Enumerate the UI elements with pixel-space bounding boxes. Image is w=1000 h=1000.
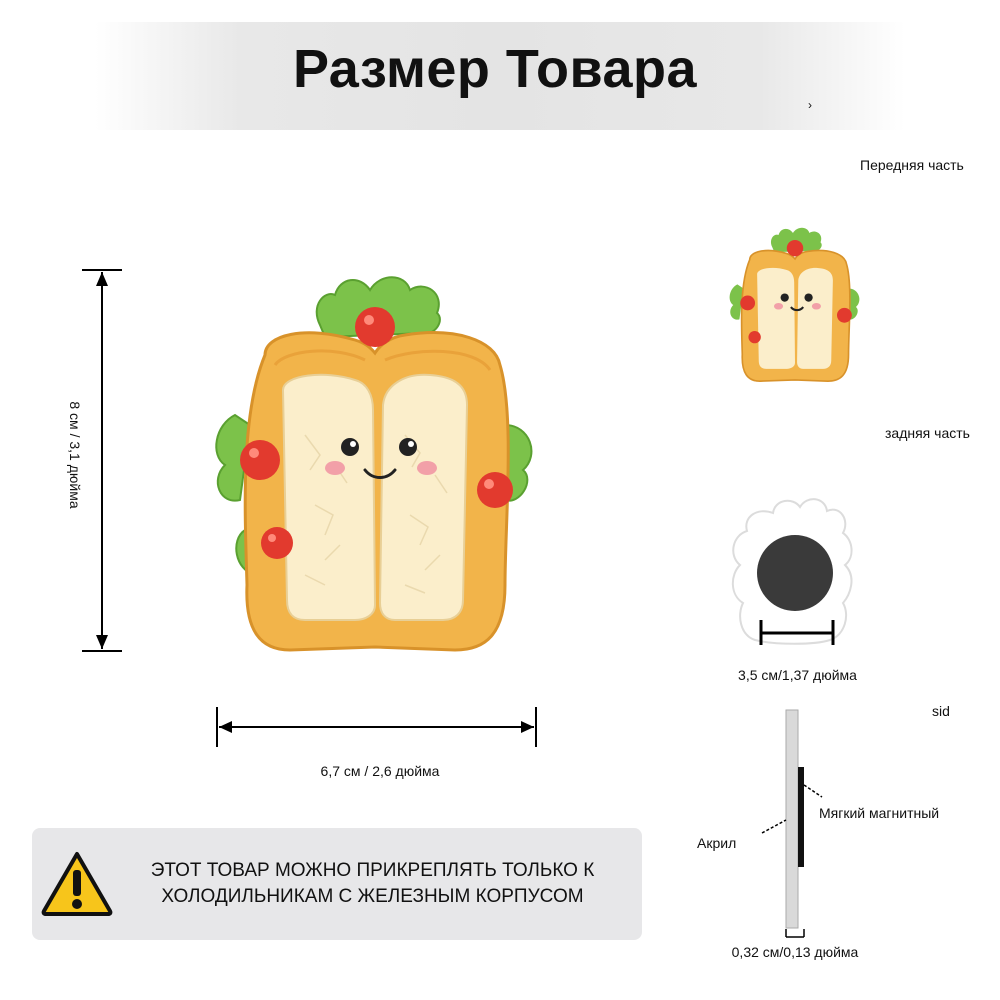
back-view-label: задняя часть — [885, 425, 970, 441]
corner-mark: › — [808, 98, 812, 112]
title-banner — [95, 22, 905, 130]
warning-line-1: ЭТОТ ТОВАР МОЖНО ПРИКРЕПЛЯТЬ ТОЛЬКО К — [150, 860, 595, 881]
soft-magnet-label: Мягкий магнитный — [819, 805, 940, 821]
warning-text: ЭТОТ ТОВАР МОЖНО ПРИКРЕПЛЯТЬ ТОЛЬКО К ХО… — [120, 858, 625, 910]
thickness-label: 0,32 см/0,13 дюйма — [731, 944, 859, 960]
side-view-label: sid — [932, 703, 950, 719]
sandwich-magnet-image — [215, 276, 533, 652]
side-view-diagram — [761, 709, 823, 938]
front-view-label: Передняя часть — [860, 157, 964, 173]
back-view-thumbnail — [731, 498, 853, 645]
width-dimension-line — [216, 707, 537, 747]
warning-box — [32, 828, 642, 940]
page-title: Размер Товара — [292, 39, 698, 99]
magnet-diameter-label: 3,5 см/1,37 дюйма — [738, 667, 857, 683]
width-label: 6,7 см / 2,6 дюйма — [320, 763, 440, 779]
front-view-thumbnail — [729, 227, 860, 383]
height-dimension-line — [82, 269, 122, 652]
height-label: 8 см / 3,1 дюйма — [67, 401, 83, 509]
acrylic-label: Акрил — [697, 835, 737, 851]
warning-line-2: ХОЛОДИЛЬНИКАМ С ЖЕЛЕЗНЫМ КОРПУСОМ — [161, 886, 584, 907]
magnet-disc-icon — [757, 535, 833, 611]
warning-triangle-icon — [41, 852, 113, 916]
